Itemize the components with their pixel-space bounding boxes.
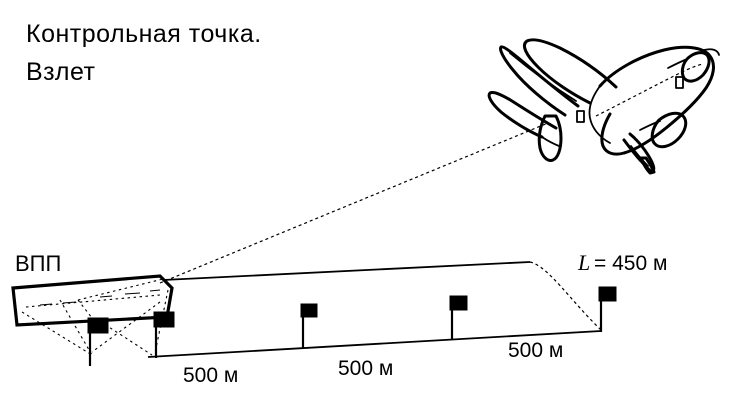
aircraft-tailcone: [703, 48, 720, 56]
corridor-descent-curve: [529, 261, 602, 331]
marker-post-4: [449, 295, 468, 340]
length-symbol: L: [577, 250, 590, 275]
projection-line-5: [91, 301, 161, 353]
runway-tick-5: [149, 289, 161, 292]
aircraft-pylon-1: [639, 120, 661, 131]
segment-label-2: 500 м: [338, 357, 393, 380]
length-annotation: L = 450 м: [577, 250, 667, 275]
flight-path-line: [159, 122, 549, 284]
ground-baseline: [147, 330, 602, 358]
aircraft-engine-2: [680, 51, 711, 83]
runway-shape: [11, 274, 174, 327]
aircraft-wing-right: [523, 38, 618, 105]
runway-label: ВПП: [15, 251, 61, 276]
aircraft-wing-detail: [509, 52, 577, 102]
aircraft-door-front: [576, 110, 585, 123]
marker-post-1: [87, 317, 109, 366]
aircraft-pylon-2: [667, 58, 688, 69]
runway-edge-guide-2: [77, 299, 93, 319]
marker-post-2: [153, 311, 175, 358]
marker-post-3: [300, 303, 318, 348]
aircraft-stabilizer-left: [487, 91, 558, 139]
marker-post-2-flag: [153, 311, 175, 328]
length-value: = 450 м: [594, 252, 667, 275]
aircraft-stabilizer-edge: [541, 136, 560, 147]
aircraft-window-line: [595, 63, 704, 117]
aircraft-nose-belly: [588, 85, 611, 144]
marker-post-4-flag: [449, 295, 468, 311]
segment-label-3: 500 м: [508, 339, 563, 362]
aircraft-engine-1: [650, 111, 688, 149]
aircraft-fuselage: [598, 45, 715, 156]
projection-line-2: [59, 299, 93, 356]
runway-tick-3: [99, 295, 113, 298]
segment-label-1: 500 м: [183, 364, 238, 387]
marker-post-3-flag: [300, 303, 318, 318]
runway-tick-4: [124, 292, 141, 295]
runway-tick-1: [39, 303, 53, 306]
aircraft-door-rear: [675, 76, 684, 89]
marker-post-5-flag: [598, 286, 617, 302]
runway-tick-2: [62, 301, 77, 304]
diagram-title-line2: Взлет: [26, 58, 96, 86]
projection-line-1: [21, 311, 93, 356]
runway-centerline: [25, 294, 161, 308]
aircraft-gear-wheel: [639, 156, 656, 175]
aircraft-vertical-fin: [537, 114, 563, 162]
runway-edge-guide-1: [77, 278, 164, 301]
corridor-top-edge: [162, 261, 531, 281]
marker-post-1-flag: [87, 317, 109, 334]
aircraft-wing-left: [499, 45, 580, 117]
runway-outline: [11, 274, 174, 327]
diagram-title-line1: Контрольная точка.: [26, 20, 262, 48]
aircraft-illustration: [487, 38, 720, 175]
marker-post-5: [598, 286, 617, 332]
